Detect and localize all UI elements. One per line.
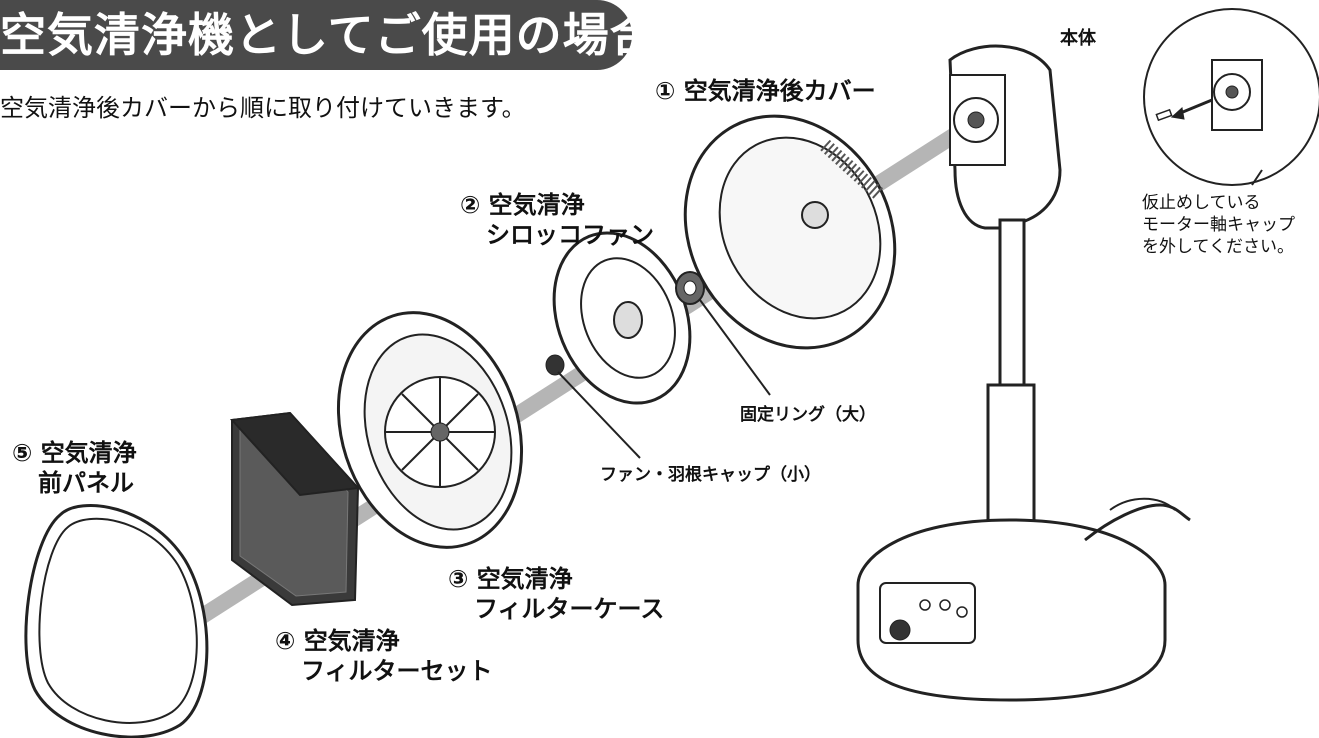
filter-case-drawing [336, 311, 524, 549]
inset-note: 仮止めしている モーター軸キャップ を外してください。 [1142, 192, 1295, 258]
inset-note-line2: モーター軸キャップ [1142, 215, 1295, 235]
part-3-number: ③ [448, 565, 469, 593]
inset-note-line3: を外してください。 [1142, 237, 1294, 257]
callout-fan-cap: ファン・羽根キャップ（小） [600, 465, 821, 485]
part-3-name-line2: フィルターケース [474, 595, 665, 623]
part-2-name-line2: シロッコファン [486, 221, 654, 249]
fixing-ring-drawing [675, 271, 705, 305]
part-1-name: 空気清浄後カバー [683, 77, 876, 105]
filter-set-drawing [229, 411, 361, 607]
part-5-label: ⑤ 空気清浄 前パネル [12, 438, 137, 498]
part-4-number: ④ [275, 627, 296, 655]
part-2-number: ② [460, 191, 481, 219]
fan-body-drawing [856, 44, 1191, 702]
title-banner [0, 0, 632, 70]
sirocco-fan-drawing [545, 231, 692, 405]
part-4-name-line1: 空気清浄 [303, 627, 400, 655]
part-2-label: ② 空気清浄 シロッコファン [460, 190, 654, 250]
leader-fan-cap [557, 371, 641, 459]
callout-fixing-ring: 固定リング（大） [740, 405, 876, 425]
part-4-label: ④ 空気清浄 フィルターセット [275, 626, 493, 686]
part-5-name-line1: 空気清浄 [40, 439, 137, 467]
part-3-label: ③ 空気清浄 フィルターケース [448, 564, 664, 624]
rear-cover-drawing [683, 114, 897, 350]
part-3-name-line1: 空気清浄 [476, 565, 573, 593]
inset-circle-drawing [1143, 8, 1319, 186]
part-1-number: ① [655, 77, 676, 105]
part-4-name-line2: フィルターセット [301, 657, 493, 685]
part-5-number: ⑤ [12, 439, 33, 467]
part-2-name-line1: 空気清浄 [488, 191, 585, 219]
page-title: 空気清浄機としてご使用の場合 [0, 8, 657, 62]
part-5-name-line2: 前パネル [38, 469, 134, 497]
body-label: 本体 [1060, 28, 1096, 49]
part-1-label: ① 空気清浄後カバー [655, 76, 876, 106]
front-panel-drawing [24, 503, 209, 738]
leader-fixing-ring [699, 299, 771, 396]
inset-note-line1: 仮止めしている [1142, 193, 1261, 213]
page-subtitle: 空気清浄後カバーから順に取り付けていきます。 [0, 94, 526, 122]
